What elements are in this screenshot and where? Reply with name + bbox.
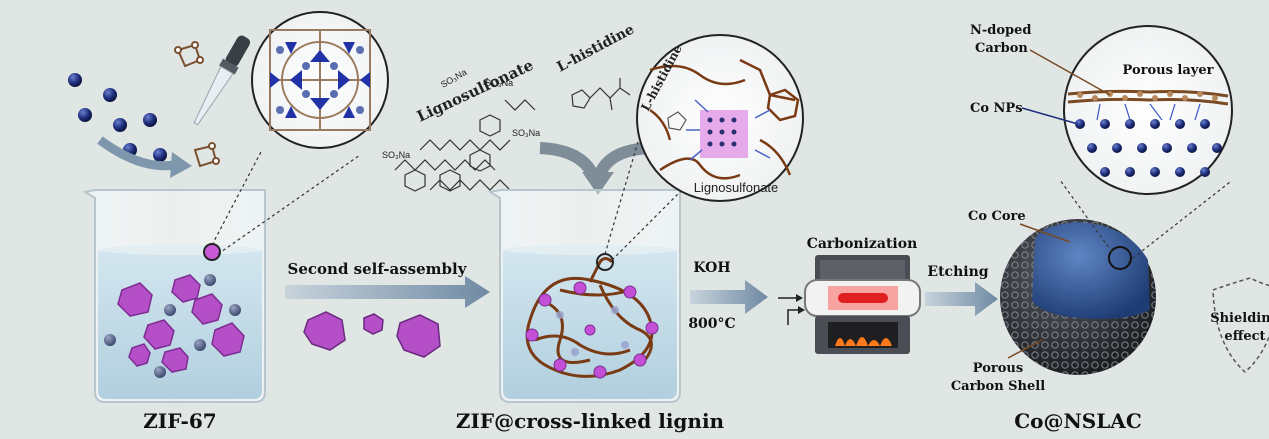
etching-arrow: Etching — [925, 264, 998, 316]
curved-arrow — [97, 136, 176, 171]
cobalt-ions-in-solution — [104, 274, 241, 378]
second-self-assembly-arrow: Second self-assembly — [285, 260, 490, 308]
label-porous-layer: Porous layer — [1123, 63, 1214, 78]
co-nanoparticles — [1075, 119, 1222, 177]
beaker-zif-lignin — [487, 189, 681, 403]
caption-co-nslac: Co@NSLAC — [1014, 409, 1141, 433]
label-co-core: Co Core — [968, 209, 1026, 224]
shield-icon: Shieldingeffect — [1210, 277, 1269, 374]
zif-crystals — [117, 274, 245, 373]
label-lignosulfonate-chain: Lignosulfonate — [414, 56, 536, 126]
label-so3na-4: SO₃Na — [512, 128, 540, 138]
caption-zif67: ZIF-67 — [143, 409, 216, 433]
label-shielding-effect: Shieldingeffect — [1210, 311, 1269, 344]
stage-zif-lignin: L-histidine Lignosulfonate Second self-a… — [285, 34, 804, 433]
label-carbonization: Carbonization — [807, 236, 918, 252]
furnace: Carbonization — [778, 236, 921, 354]
label-temperature: 800°C — [688, 316, 735, 332]
label-so3na-3: SO₃Na — [485, 78, 513, 88]
stage-zif67: ZIF-67 — [68, 11, 389, 433]
co-nslac-sphere — [1000, 219, 1156, 375]
crosslink-inset: L-histidine Lignosulfonate — [636, 34, 804, 202]
zif67-structure-inset — [251, 11, 389, 149]
label-koh: KOH — [693, 260, 730, 276]
ligand-molecules — [174, 41, 220, 168]
label-co-nps: Co NPs — [970, 101, 1023, 116]
l-histidine-molecule: L-histidine — [554, 21, 637, 111]
koh-arrow: KOH 800°C — [688, 260, 768, 332]
crystals-in-network — [525, 281, 659, 379]
dropper-icon — [193, 35, 251, 126]
lignosulfonate-structure: Lignosulfonate SO₃Na SO₃Na SO₃Na SO₃Na — [382, 56, 540, 192]
label-l-histidine: L-histidine — [554, 21, 637, 75]
label-so3na-1: SO₃Na — [382, 150, 410, 160]
cobalt-ions — [68, 73, 167, 162]
inset-label-lignosulfonate: Lignosulfonate — [694, 180, 779, 195]
porous-layer-inset: Porous layer — [1063, 25, 1233, 195]
beaker-zif67 — [82, 189, 266, 403]
truncated-octahedra — [303, 311, 441, 358]
caption-zif-lignin: ZIF@cross-linked lignin — [456, 409, 725, 433]
lignin-network — [525, 257, 654, 378]
label-second-self-assembly: Second self-assembly — [288, 260, 468, 278]
label-etching: Etching — [927, 264, 988, 280]
